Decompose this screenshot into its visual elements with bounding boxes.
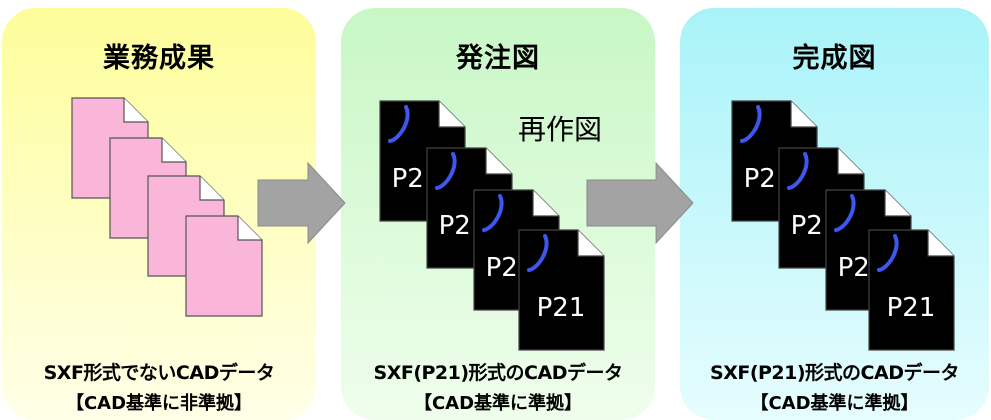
flow-arrow-icon <box>257 161 346 245</box>
document-page-icon <box>185 215 263 317</box>
stage-format-label: SXF(P21)形式のCADデータ <box>710 362 959 384</box>
non-compliant-document-stack <box>71 97 263 317</box>
stage-compliance-label: 【CAD基準に非準拠】 <box>65 393 253 414</box>
stage-compliance-label: 【CAD基準に準拠】 <box>750 393 919 414</box>
flow-arrow-icon <box>586 161 694 245</box>
p21-document-icon: P21 <box>868 229 955 351</box>
stage-format-label: SXF形式でないCADデータ <box>43 362 275 384</box>
p21-badge-text: P21 <box>887 293 936 323</box>
redraw-note: 再作図 <box>518 113 603 146</box>
p21-document-icon: P21 <box>518 229 605 351</box>
stage-title: 発注図 <box>456 43 540 74</box>
stage-compliance-label: 【CAD基準に準拠】 <box>413 393 583 414</box>
p21-badge-text: P21 <box>537 293 586 323</box>
stage-title: 業務成果 <box>103 43 215 74</box>
stage-format-label: SXF(P21)形式のCADデータ <box>373 362 623 384</box>
stage-title: 完成図 <box>792 43 877 74</box>
